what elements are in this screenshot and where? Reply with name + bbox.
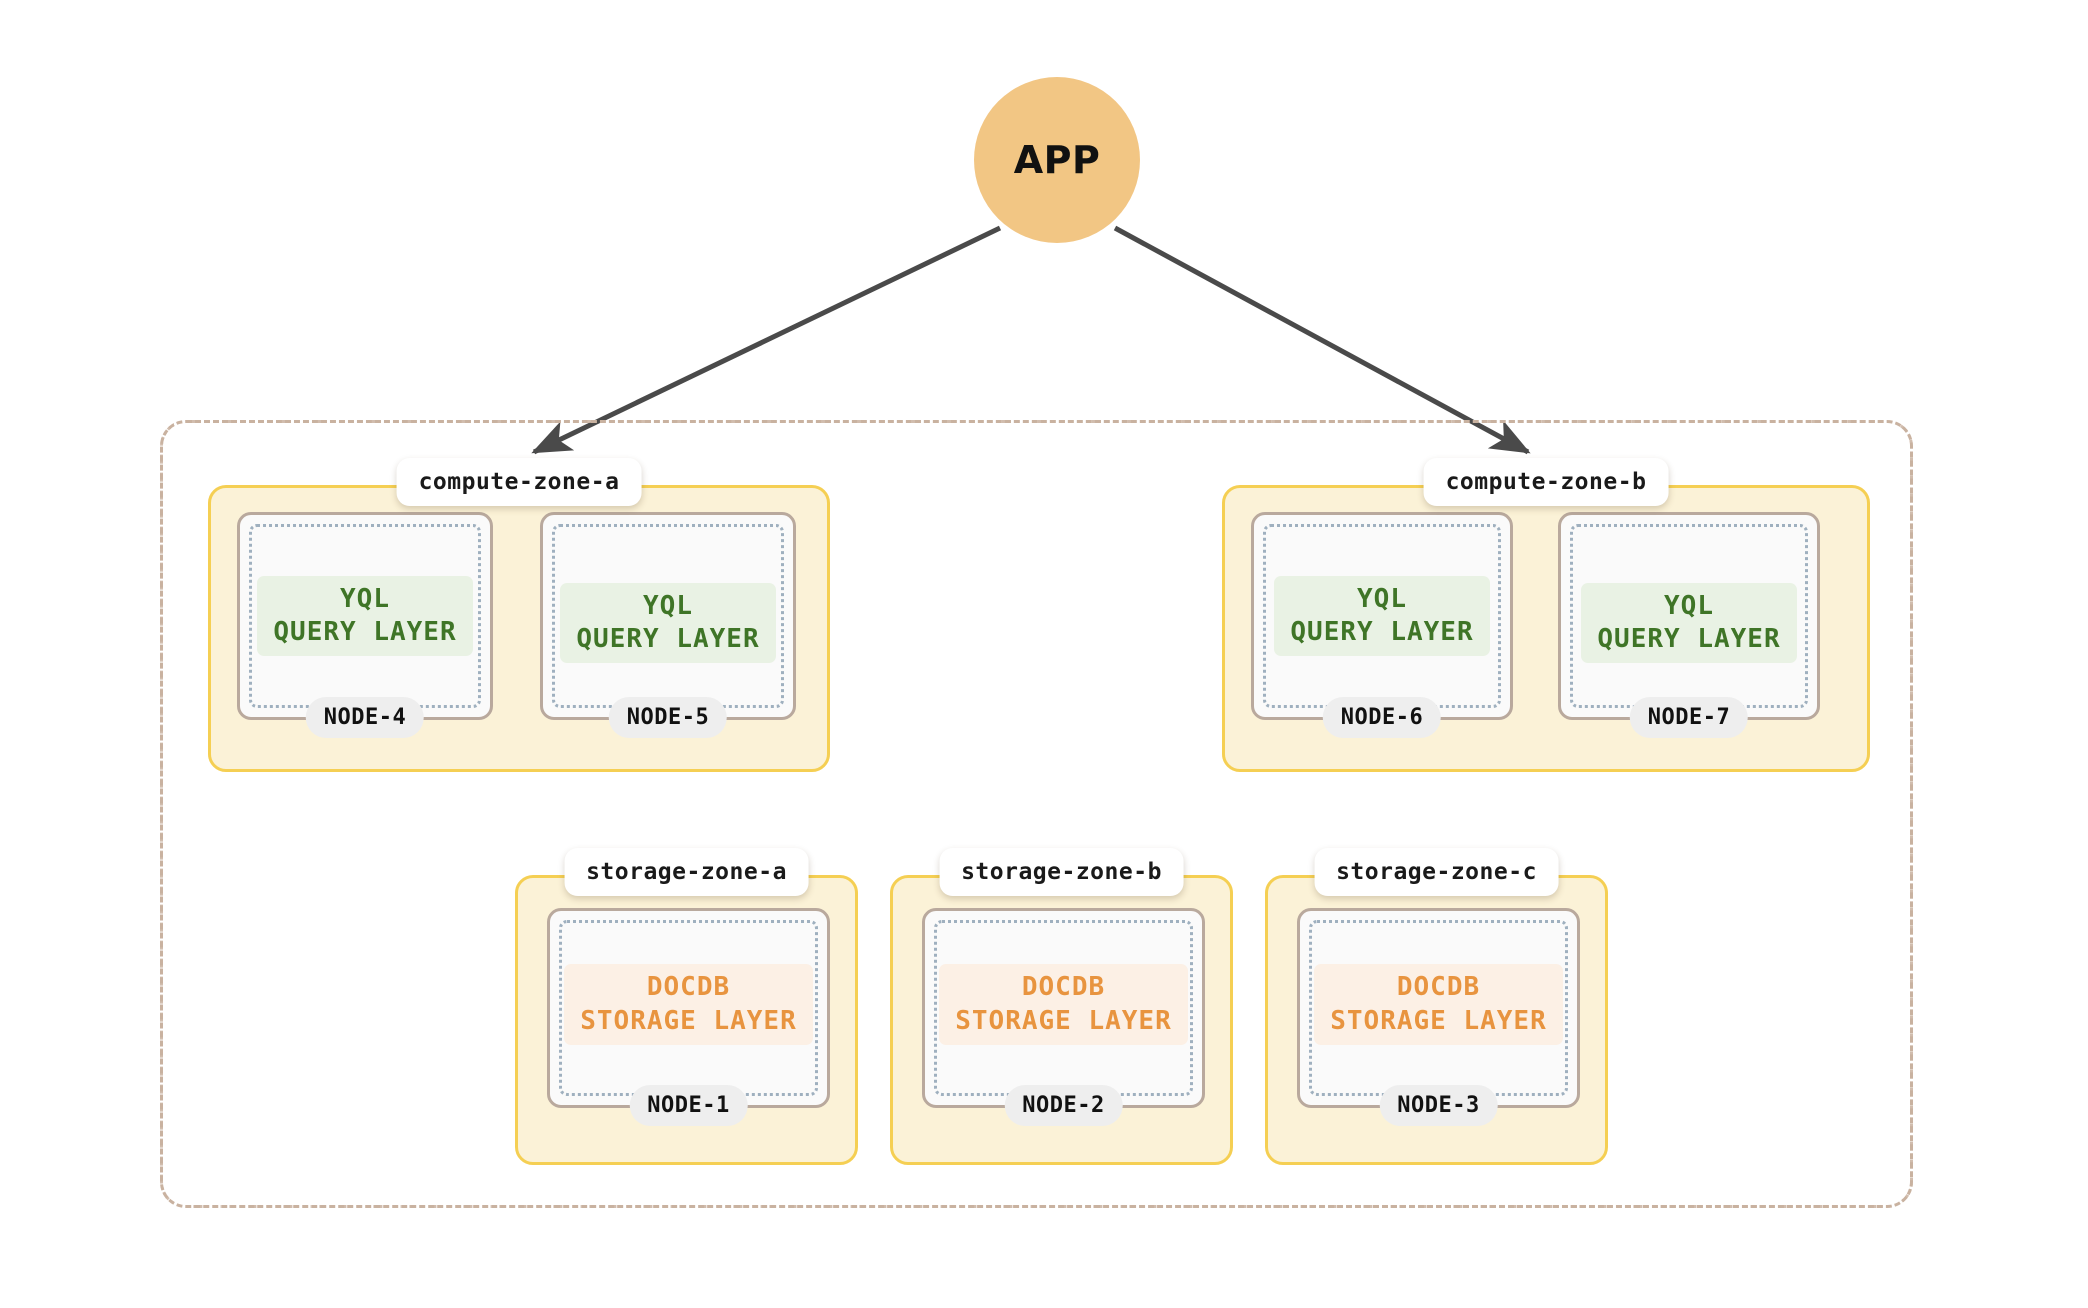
node-node-2[interactable]: DOCDB STORAGE LAYER NODE-2 <box>922 908 1205 1126</box>
app-node[interactable]: APP <box>974 77 1140 243</box>
node-pill-node-6: NODE-6 <box>1322 697 1442 738</box>
node-node-3[interactable]: DOCDB STORAGE LAYER NODE-3 <box>1297 908 1580 1126</box>
layer-yql-query-layer: YQL QUERY LAYER <box>560 582 776 664</box>
node-pill-node-7: NODE-7 <box>1629 697 1749 738</box>
zone-compute-zone-a[interactable]: compute-zone-a YQL QUERY LAYER NODE-4 YQ… <box>208 458 830 772</box>
node-node-4[interactable]: YQL QUERY LAYER NODE-4 <box>237 512 493 738</box>
node-node-1[interactable]: DOCDB STORAGE LAYER NODE-1 <box>547 908 830 1126</box>
node-node-5[interactable]: YQL QUERY LAYER NODE-5 <box>540 512 796 738</box>
layer-yql-query-layer: YQL QUERY LAYER <box>257 575 473 657</box>
layer-docdb-storage-layer: DOCDB STORAGE LAYER <box>1314 964 1563 1045</box>
app-node-label: APP <box>1013 138 1101 182</box>
layer-yql-query-layer: YQL QUERY LAYER <box>1274 575 1490 657</box>
node-node-7[interactable]: YQL QUERY LAYER NODE-7 <box>1558 512 1820 738</box>
node-node-6[interactable]: YQL QUERY LAYER NODE-6 <box>1251 512 1513 738</box>
node-pill-node-2: NODE-2 <box>1004 1085 1123 1126</box>
layer-docdb-storage-layer: DOCDB STORAGE LAYER <box>564 964 813 1045</box>
arrow-app-to-compute-zone-a <box>531 225 1002 455</box>
zone-compute-zone-b[interactable]: compute-zone-b YQL QUERY LAYER NODE-6 YQ… <box>1222 458 1870 772</box>
layer-yql-query-layer: YQL QUERY LAYER <box>1581 582 1797 664</box>
node-pill-node-1: NODE-1 <box>629 1085 748 1126</box>
node-pill-node-5: NODE-5 <box>608 697 728 738</box>
zone-label-storage-zone-b: storage-zone-b <box>939 848 1184 896</box>
cluster-boundary <box>160 420 1913 1208</box>
zone-label-compute-zone-a: compute-zone-a <box>396 458 642 506</box>
zone-label-storage-zone-a: storage-zone-a <box>564 848 809 896</box>
zone-label-storage-zone-c: storage-zone-c <box>1314 848 1559 896</box>
zone-storage-zone-b[interactable]: storage-zone-b DOCDB STORAGE LAYER NODE-… <box>890 848 1233 1165</box>
zone-storage-zone-c[interactable]: storage-zone-c DOCDB STORAGE LAYER NODE-… <box>1265 848 1608 1165</box>
zone-label-compute-zone-b: compute-zone-b <box>1423 458 1669 506</box>
layer-docdb-storage-layer: DOCDB STORAGE LAYER <box>939 964 1188 1045</box>
node-pill-node-3: NODE-3 <box>1379 1085 1498 1126</box>
node-pill-node-4: NODE-4 <box>305 697 425 738</box>
zone-storage-zone-a[interactable]: storage-zone-a DOCDB STORAGE LAYER NODE-… <box>515 848 858 1165</box>
arrow-app-to-compute-zone-b <box>1113 225 1531 455</box>
